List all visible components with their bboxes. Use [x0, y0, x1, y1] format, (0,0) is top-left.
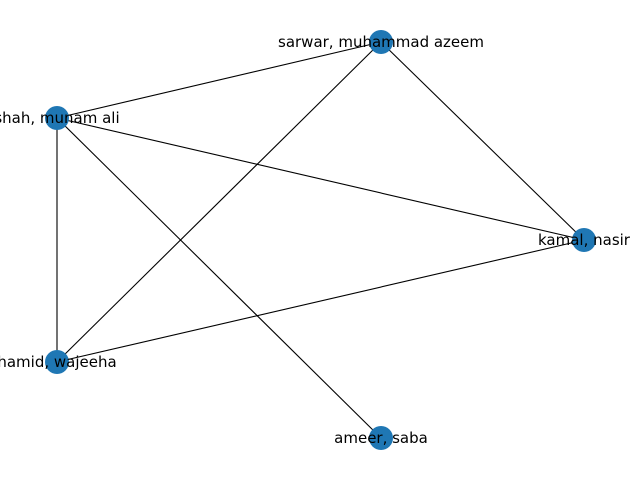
node-label-shah: shah, munam ali	[0, 109, 120, 127]
node-label-sarwar: sarwar, muhammad azeem	[278, 33, 484, 51]
edge-shah-kamal	[56, 117, 585, 241]
edge-sarwar-hamid	[56, 41, 382, 363]
edge-shah-ameer	[56, 117, 382, 439]
edge-kamal-hamid	[56, 239, 585, 363]
edges-layer	[56, 41, 585, 439]
edge-sarwar-kamal	[380, 41, 585, 241]
node-sarwar	[369, 30, 393, 54]
nodes-layer	[45, 30, 596, 450]
labels-layer: shah, munam ali sarwar, muhammad azeem kam…	[0, 33, 631, 447]
node-label-hamid: hamid, wajeeha	[0, 353, 117, 371]
node-label-ameer: ameer, saba	[334, 429, 428, 447]
node-shah	[45, 106, 69, 130]
node-hamid	[45, 350, 69, 374]
node-kamal	[572, 228, 596, 252]
edge-shah-sarwar	[56, 41, 382, 119]
node-ameer	[369, 426, 393, 450]
node-label-kamal: kamal, nasir	[538, 231, 631, 249]
